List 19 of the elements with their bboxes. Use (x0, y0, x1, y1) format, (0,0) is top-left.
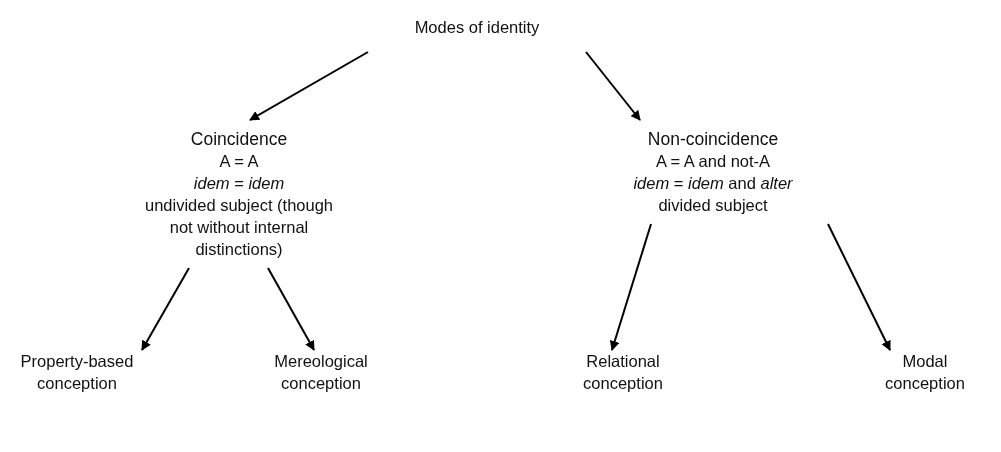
arrow (827, 223, 891, 351)
arrow (609, 223, 652, 351)
heading-text: Coincidence (189, 128, 289, 150)
body-text: divided subject (657, 195, 769, 216)
body-text: idem = idem and alter (632, 173, 794, 194)
body-text: A = A (218, 151, 260, 172)
body-text: Relational conception (582, 351, 664, 394)
arrow (249, 51, 369, 121)
body-text: Modal conception (884, 351, 966, 394)
arrow (141, 267, 190, 351)
body-text: Mereological conception (273, 351, 369, 394)
title-text: Modes of identity (413, 17, 541, 38)
body-text: idem = idem (192, 173, 286, 194)
arrow (267, 267, 315, 351)
heading-text: Non-coincidence (646, 128, 780, 150)
body-text: undivided subject (though not without internal distinctions) (144, 195, 334, 260)
arrow (585, 51, 641, 121)
body-text: Property-based conception (19, 351, 135, 394)
body-text: A = A and not-A (654, 151, 772, 172)
